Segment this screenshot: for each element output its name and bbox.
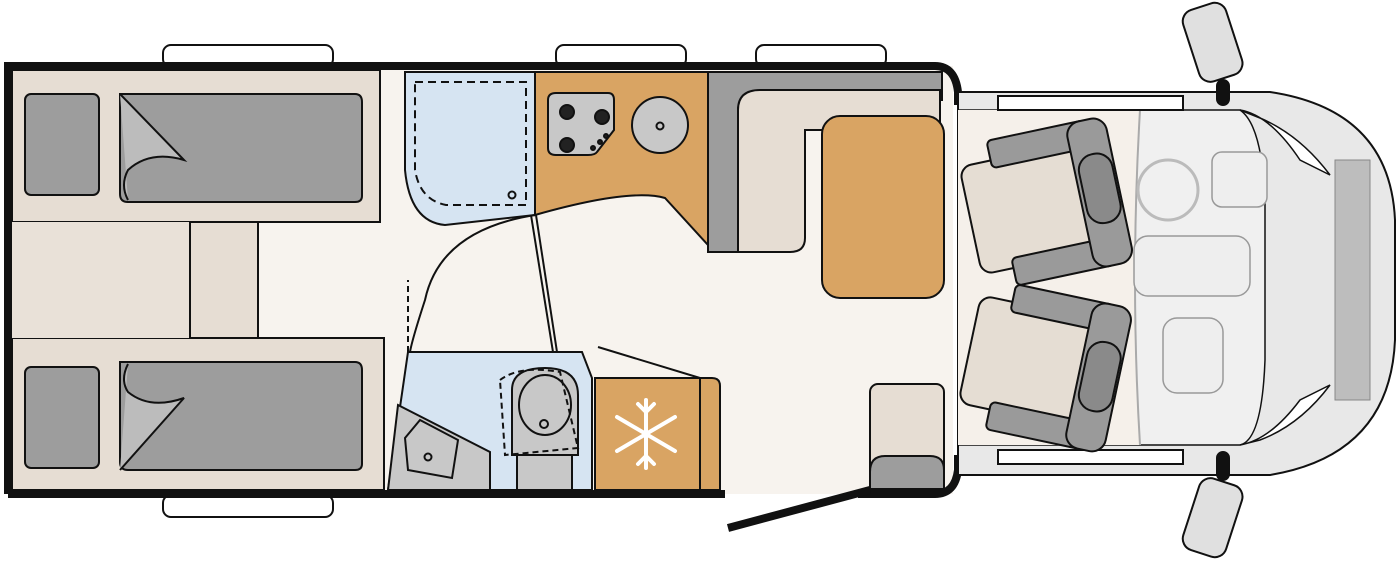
passenger-seat: [959, 284, 1132, 453]
sink-icon: [631, 96, 689, 154]
mirror: [1181, 1, 1244, 83]
snowflake-icon: [615, 398, 677, 470]
driver-seat: [960, 117, 1133, 286]
steering-wheel-icon: [1136, 158, 1200, 222]
windows: [162, 44, 887, 518]
washroom: [386, 280, 593, 491]
stove-burner-icon: [559, 137, 575, 153]
sink-icon: [403, 418, 460, 480]
stove-burner-icon: [594, 109, 610, 125]
mattress: [119, 93, 363, 203]
headlight: [1239, 109, 1331, 176]
partitions: [409, 214, 701, 379]
pillow: [24, 366, 100, 469]
dinette: [707, 71, 945, 490]
twin-beds: [11, 69, 385, 491]
mirror: [1181, 477, 1244, 559]
stove-burner-icon: [559, 104, 575, 120]
pillow: [24, 93, 100, 196]
headlight: [1239, 384, 1331, 446]
table: [821, 115, 945, 299]
entry-door[interactable]: [726, 486, 872, 532]
cab-seats: [959, 117, 1133, 453]
fridge: [594, 377, 721, 491]
kitchen: [534, 71, 709, 248]
shower: [404, 71, 536, 227]
